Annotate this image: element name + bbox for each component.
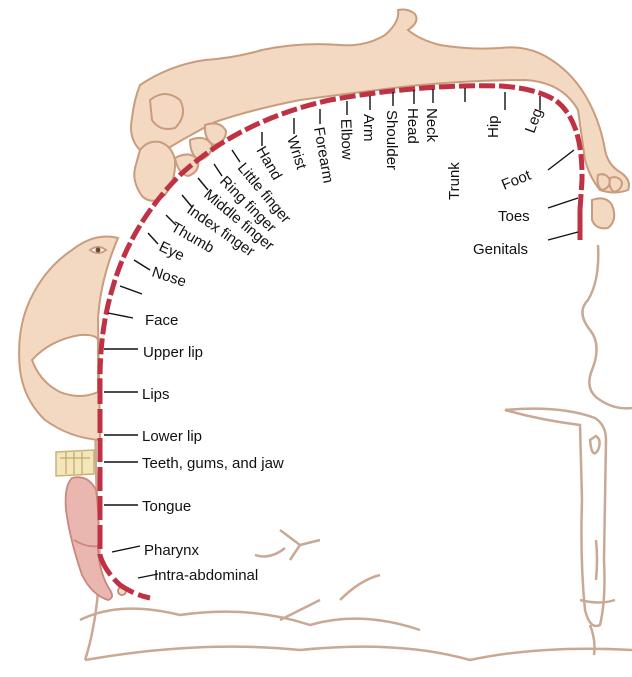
leader-upper-lip bbox=[108, 313, 133, 318]
label-leg: Leg bbox=[522, 106, 547, 135]
label-face: Face bbox=[145, 312, 178, 329]
label-teeth-gums-jaw: Teeth, gums, and jaw bbox=[142, 455, 284, 472]
label-shoulder: Shoulder bbox=[383, 110, 400, 170]
label-toes: Toes bbox=[498, 208, 530, 225]
label-eye: Eye bbox=[156, 238, 187, 264]
brain-right-stem bbox=[580, 540, 615, 655]
leader-middle-finger bbox=[198, 178, 208, 190]
label-forearm: Forearm bbox=[310, 126, 337, 185]
leader-face bbox=[120, 286, 142, 294]
label-neck: Neck bbox=[423, 108, 440, 143]
leader-eye bbox=[148, 233, 158, 244]
label-wrist: Wrist bbox=[283, 134, 310, 172]
label-foot: Foot bbox=[499, 166, 534, 193]
toe-1 bbox=[598, 174, 611, 190]
face-illustration bbox=[19, 237, 118, 441]
label-arm: Arm bbox=[360, 114, 377, 142]
label-elbow: Elbow bbox=[337, 119, 355, 161]
leader-pharynx bbox=[112, 546, 140, 552]
label-nose: Nose bbox=[150, 264, 189, 291]
knee-bump bbox=[150, 94, 183, 129]
leader-toes bbox=[548, 198, 578, 208]
label-pharynx: Pharynx bbox=[144, 542, 200, 559]
tongue-shape bbox=[66, 477, 112, 600]
brain-outer-edge bbox=[85, 320, 632, 660]
label-trunk: Trunk bbox=[446, 162, 463, 200]
leader-ring-finger bbox=[214, 164, 222, 176]
label-tongue: Tongue bbox=[142, 498, 191, 515]
leader-foot bbox=[548, 150, 574, 170]
cortex-band-lower bbox=[100, 380, 150, 598]
teeth-jaw-shape bbox=[56, 450, 94, 476]
label-hip: Hip bbox=[485, 115, 502, 138]
label-lips: Lips bbox=[142, 386, 170, 403]
label-intra-abdominal: Intra-abdominal bbox=[154, 567, 258, 584]
brain-ventricle-tip bbox=[590, 436, 600, 453]
brain-sulcus-right-1 bbox=[582, 245, 632, 408]
label-genitals: Genitals bbox=[473, 241, 528, 258]
toe-block bbox=[592, 198, 614, 228]
brain-fissure-3 bbox=[255, 548, 285, 556]
leader-little-finger bbox=[232, 150, 240, 162]
brain-lower-gyrus bbox=[80, 609, 420, 630]
label-head: Head bbox=[404, 108, 421, 144]
label-lower-lip: Lower lip bbox=[142, 428, 202, 445]
leader-genitals bbox=[548, 232, 578, 240]
leader-nose bbox=[134, 260, 150, 270]
brain-section-outline bbox=[80, 245, 632, 660]
label-upper-lip: Upper lip bbox=[143, 344, 203, 361]
toe-2 bbox=[610, 177, 623, 192]
labels: Genitals Toes Foot Leg Hip Trunk Neck He… bbox=[142, 106, 546, 584]
hand-shape bbox=[134, 142, 175, 201]
mouth-and-teeth-illustration bbox=[56, 450, 94, 476]
eye-pupil bbox=[96, 248, 101, 253]
brain-fissure-1 bbox=[280, 530, 320, 560]
brain-fissure-2 bbox=[280, 575, 380, 620]
